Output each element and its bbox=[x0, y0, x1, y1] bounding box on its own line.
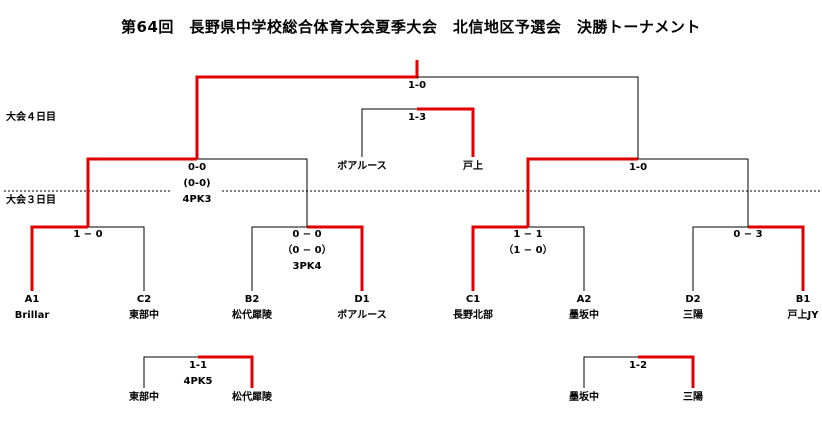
placement-right-line-left bbox=[583, 356, 638, 388]
team-seed: D1 bbox=[354, 294, 370, 305]
quarterfinal-2-pk: 3PK4 bbox=[292, 261, 322, 272]
third-place-team-left: ボアルース bbox=[337, 161, 387, 172]
semifinal-line-right bbox=[197, 158, 308, 227]
quarterfinal-3-score: 1 − 1 bbox=[513, 229, 543, 240]
placement-left-pk: 4PK5 bbox=[183, 376, 213, 387]
match-line-b2 bbox=[251, 226, 307, 291]
third-place-team-right: 戸上 bbox=[463, 161, 483, 172]
final-score: 1-0 bbox=[407, 80, 427, 91]
team-seed: B1 bbox=[795, 294, 811, 305]
team-name: 東部中 bbox=[129, 310, 159, 321]
semifinal-1-pk: 4PK3 bbox=[182, 194, 212, 205]
match-line-b1 bbox=[748, 225, 805, 291]
quarterfinal-1-score: 1 − 0 bbox=[73, 229, 103, 240]
placement-right-team-right: 三陽 bbox=[683, 392, 703, 403]
team-seed: C2 bbox=[136, 294, 152, 305]
day4-label: 大会４日目 bbox=[6, 112, 56, 123]
semifinal-1-subscore: (0-0) bbox=[183, 178, 211, 189]
semifinal-line-right bbox=[638, 158, 749, 227]
team-seed: C1 bbox=[465, 294, 481, 305]
team-name: Brillar bbox=[14, 310, 50, 321]
placement-left-line-right bbox=[198, 355, 254, 388]
placement-left-score: 1-1 bbox=[188, 360, 208, 371]
page-title: 第64回 長野県中学校総合体育大会夏季大会 北信地区予選会 決勝トーナメント bbox=[121, 18, 701, 36]
match-line-c2 bbox=[88, 226, 145, 291]
team-seed: A2 bbox=[576, 294, 592, 305]
placement-left-line-left bbox=[143, 356, 198, 388]
quarterfinal-2-subscore: （0 − 0） bbox=[282, 245, 332, 256]
third-place-score: 1-3 bbox=[407, 112, 427, 123]
match-line-a2 bbox=[528, 226, 585, 291]
semifinal-line-left bbox=[86, 157, 197, 227]
placement-right-line-right bbox=[638, 355, 695, 388]
team-name: 三陽 bbox=[683, 310, 703, 321]
third-place-line-left bbox=[361, 108, 417, 157]
team-name: 墨坂中 bbox=[569, 310, 599, 321]
team-name: 長野北部 bbox=[453, 310, 493, 321]
semifinal-2-score: 1-0 bbox=[628, 162, 648, 173]
placement-right-score: 1-2 bbox=[628, 360, 648, 371]
semifinal-line-left bbox=[526, 157, 638, 227]
semifinal-1-score: 0-0 bbox=[187, 162, 207, 173]
placement-left-team-left: 東部中 bbox=[129, 392, 159, 403]
quarterfinal-2-score: 0 − 0 bbox=[292, 229, 322, 240]
quarterfinal-4-score: 0 − 3 bbox=[733, 229, 763, 240]
team-seed: B2 bbox=[244, 294, 260, 305]
final-line-right bbox=[417, 76, 639, 159]
team-name: 松代犀陵 bbox=[232, 310, 272, 321]
placement-right-team-left: 墨坂中 bbox=[569, 392, 599, 403]
match-line-d1 bbox=[307, 225, 364, 291]
third-place-line-right bbox=[417, 107, 475, 157]
team-seed: A1 bbox=[24, 294, 40, 305]
day3-label: 大会３日目 bbox=[6, 195, 56, 206]
final-line-left bbox=[195, 60, 419, 159]
team-seed: D2 bbox=[685, 294, 701, 305]
match-line-a1 bbox=[30, 225, 88, 291]
team-name: 戸上JY bbox=[787, 310, 819, 321]
quarterfinal-3-subscore: （1 − 0） bbox=[503, 245, 553, 256]
match-line-d2 bbox=[692, 226, 748, 291]
team-name: ボアルース bbox=[337, 310, 387, 321]
placement-left-team-right: 松代犀陵 bbox=[232, 392, 272, 403]
match-line-c1 bbox=[471, 225, 528, 291]
